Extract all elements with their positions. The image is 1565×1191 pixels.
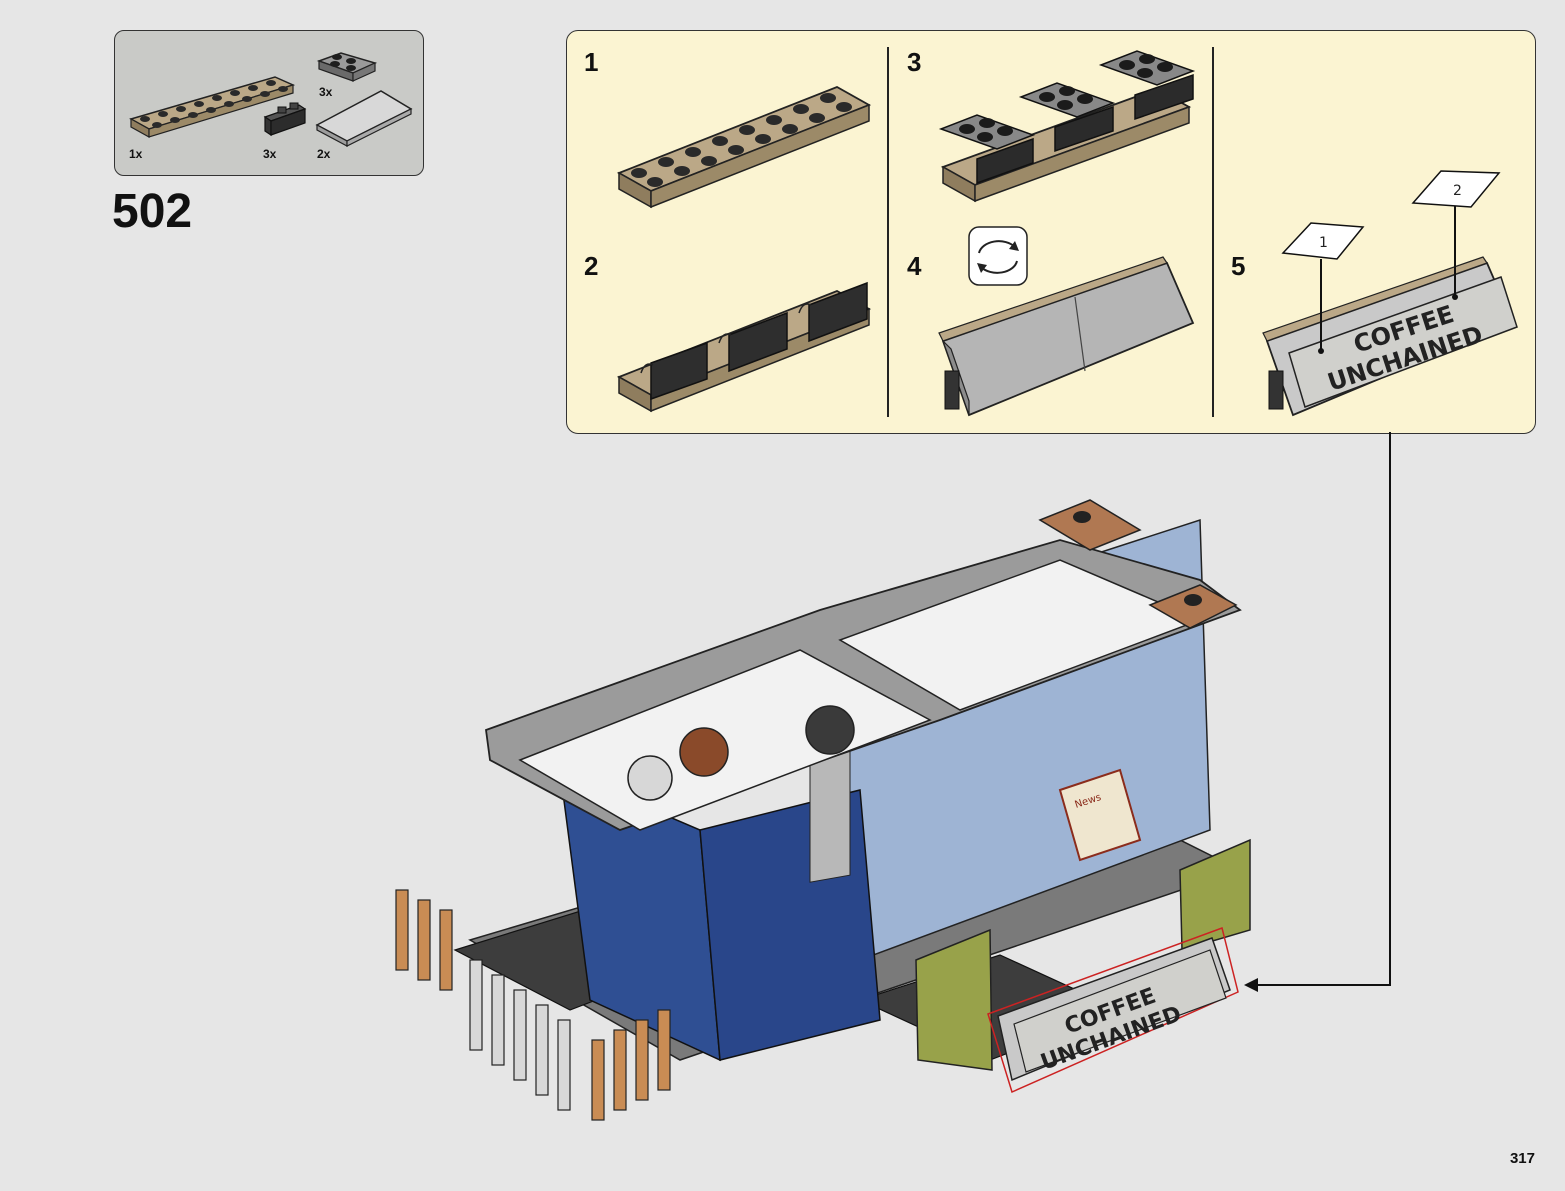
substep-3-illustration [938, 50, 1196, 203]
part-qty-bracket: 3x [263, 147, 277, 161]
parts-list-panel: 1x 3x 3x 2x [114, 30, 424, 176]
page-number: 317 [1509, 1150, 1535, 1167]
substep-1-illustration [616, 86, 872, 209]
dark-grey-plate-2x2-clip-icon [316, 52, 378, 82]
connector-arrow [1250, 432, 1391, 986]
part-qty-plate: 1x [129, 147, 143, 161]
highlighted-sign: COFFEE UNCHAINED [987, 927, 1239, 1094]
rotate-model-icon [968, 226, 1028, 286]
part-qty-plate-clip: 3x [319, 85, 333, 99]
substep-label-4: 4 [907, 251, 922, 281]
light-grey-tile-2x4-icon [315, 90, 413, 147]
substep-art: COFFEE UNCHAINED 1 2 [616, 50, 1518, 417]
sticker-callout-1 [1281, 222, 1365, 260]
substep-divider [1212, 47, 1214, 417]
substep-label-1: 1 [584, 47, 599, 77]
substep-label-3: 3 [907, 47, 922, 77]
substep-4-illustration [938, 256, 1195, 417]
sticker-callout-2-number: 2 [1453, 183, 1462, 199]
part-qty-tile: 2x [317, 147, 331, 161]
parts-art [129, 52, 413, 147]
substep-2-illustration [616, 281, 872, 413]
sticker-callout-2 [1411, 170, 1501, 208]
tan-plate-2x8-icon [129, 76, 296, 139]
substep-label-2: 2 [584, 251, 599, 281]
substep-divider [887, 47, 889, 417]
sticker-callout-1-number: 1 [1319, 235, 1328, 251]
substep-panel: 1 2 3 4 5 [566, 30, 1536, 434]
building-model: News [395, 499, 1251, 1121]
substep-label-5: 5 [1231, 251, 1246, 281]
step-number: 502 [112, 185, 193, 238]
arrow-head-icon [1244, 978, 1258, 992]
black-bracket-clip-icon [263, 102, 307, 137]
